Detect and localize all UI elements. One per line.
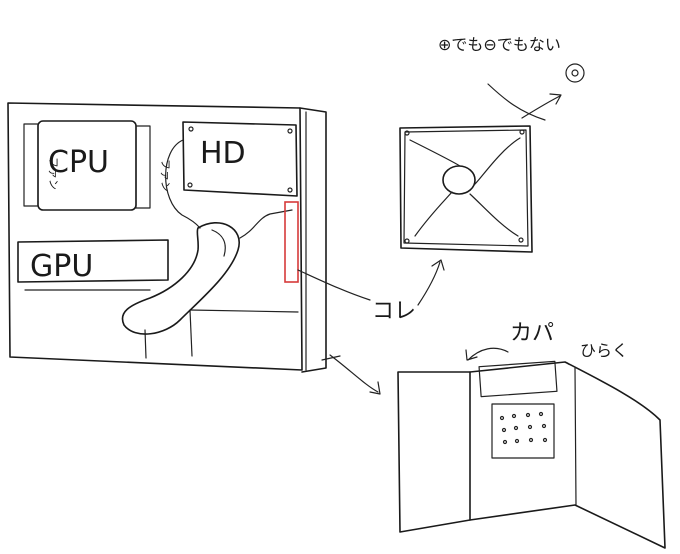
side-panel-drawing: カパ ひらく xyxy=(397,321,666,549)
kore-pointer: コレ xyxy=(297,259,445,324)
hd-label: HD xyxy=(200,136,246,171)
cpu-label: CPU xyxy=(48,145,109,180)
gpu-block: GPU xyxy=(17,239,169,284)
pc-case xyxy=(7,102,341,373)
highlight-box xyxy=(284,201,299,283)
kapa-label: カパ xyxy=(510,321,554,346)
hiraku-label: ひらく xyxy=(580,341,628,360)
cpu-block: CPU ファン ファン xyxy=(23,120,172,211)
case-to-panel-arrow xyxy=(329,354,379,393)
cable-bundle xyxy=(121,139,293,335)
hd-block: HD xyxy=(182,121,298,197)
gpu-label: GPU xyxy=(30,249,93,284)
fan-drawing: ⊕でも⊖でもない xyxy=(399,35,585,253)
fan-left-label: ファン xyxy=(47,157,60,190)
fan-caption: ⊕でも⊖でもない xyxy=(438,35,561,54)
kore-label: コレ xyxy=(372,299,416,324)
